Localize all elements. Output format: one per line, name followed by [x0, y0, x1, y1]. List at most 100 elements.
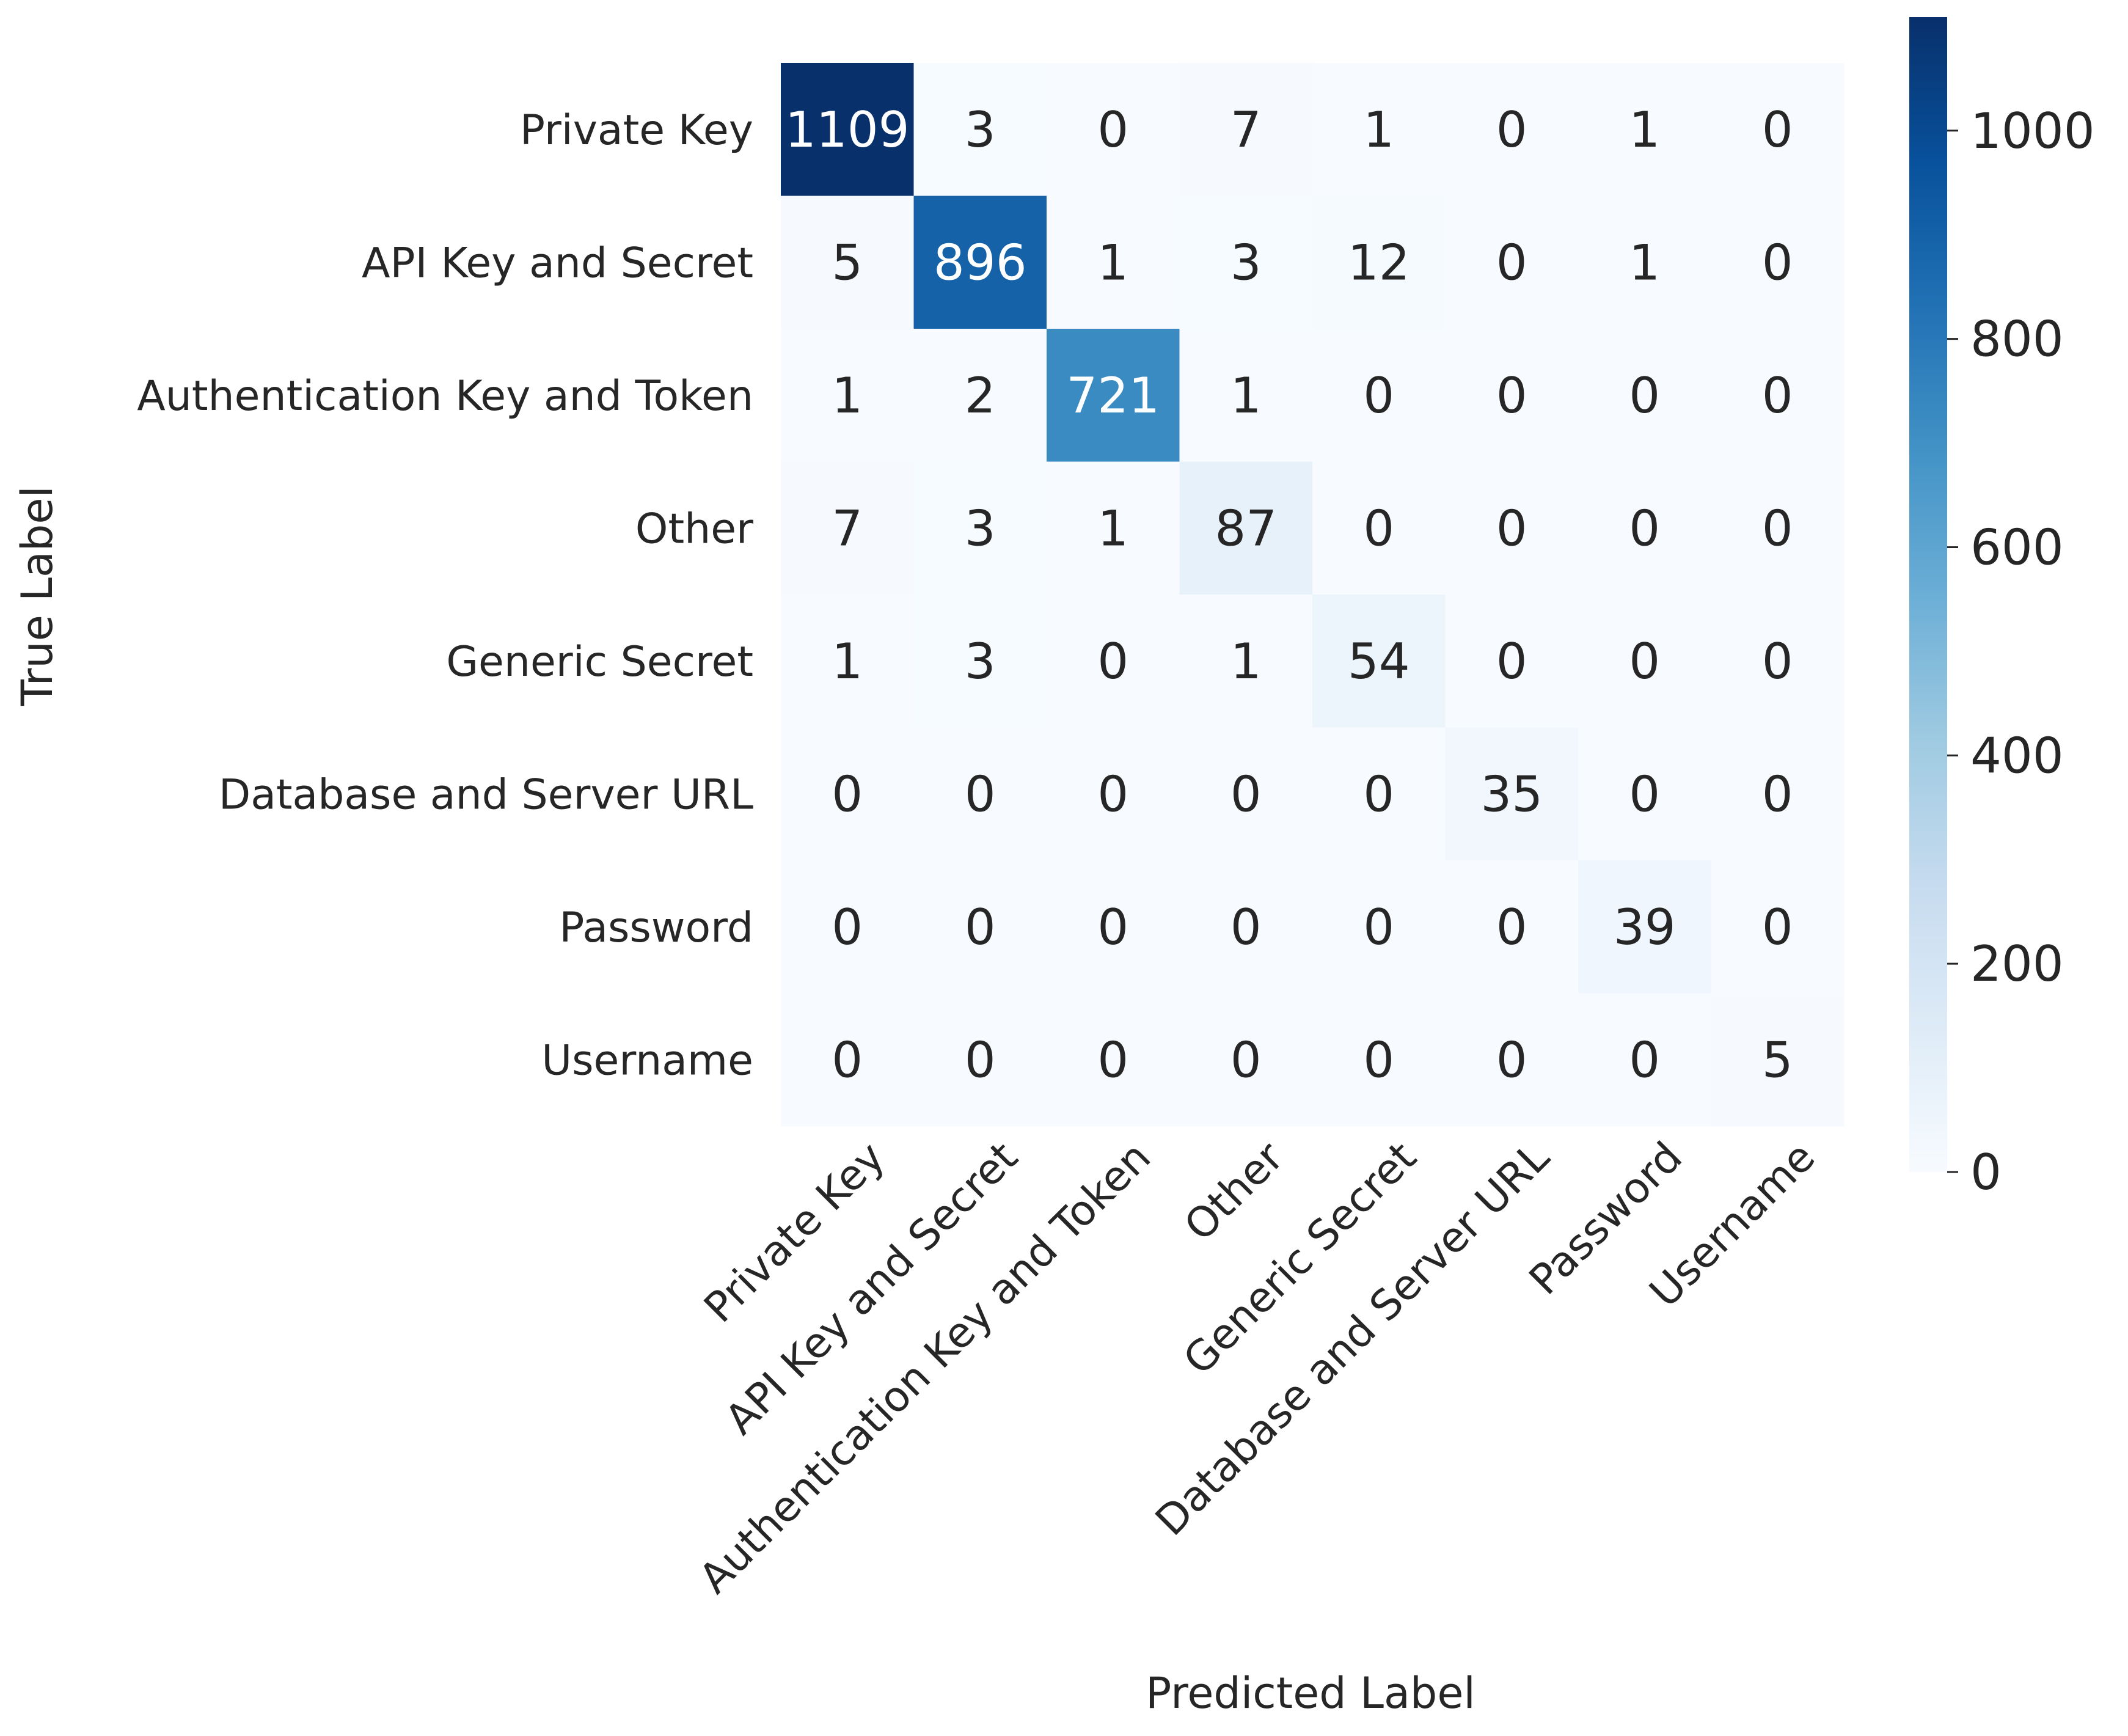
cell-value-r2-c0: 1	[832, 367, 863, 424]
heatmap-cell-r0-c4	[1312, 63, 1446, 196]
heatmap-cell-r5-c7	[1711, 727, 1845, 861]
cell-value-r0-c3: 7	[1230, 101, 1262, 158]
heatmap-cell-r2-c6	[1578, 329, 1711, 462]
y-tick-database-and-server-url: Database and Server URL	[219, 771, 753, 819]
heatmap-cell-r0-c7	[1711, 63, 1845, 196]
heatmap-cell-r4-c1	[913, 595, 1047, 728]
heatmap-cell-r1-c7	[1711, 196, 1845, 329]
heatmap-cell-r3-c7	[1711, 461, 1845, 595]
heatmap-cell-r6-c1	[913, 860, 1047, 994]
heatmap-cell-r3-c6	[1578, 461, 1711, 595]
cell-value-r4-c7: 0	[1762, 633, 1793, 690]
cell-value-r5-c1: 0	[965, 766, 996, 822]
cell-value-r7-c0: 0	[832, 1031, 863, 1088]
colorbar-tick-label-800: 800	[1970, 311, 2064, 368]
cell-value-r2-c5: 0	[1496, 367, 1527, 424]
cell-value-r6-c0: 0	[832, 899, 863, 956]
cell-value-r7-c6: 0	[1629, 1031, 1660, 1088]
heatmap-cell-r1-c3	[1179, 196, 1313, 329]
cell-value-r5-c0: 0	[832, 766, 863, 822]
heatmap-cell-r3-c2	[1047, 461, 1180, 595]
heatmap-cell-r5-c2	[1047, 727, 1180, 861]
cell-value-r5-c3: 0	[1230, 766, 1262, 822]
cell-value-r4-c2: 0	[1097, 633, 1128, 690]
cell-value-r1-c4: 12	[1348, 234, 1410, 291]
cell-value-r1-c5: 0	[1496, 234, 1527, 291]
cell-value-r7-c3: 0	[1230, 1031, 1262, 1088]
cell-value-r1-c0: 5	[832, 234, 863, 291]
heatmap-cell-r6-c2	[1047, 860, 1180, 994]
heatmap-cell-r6-c6	[1578, 860, 1711, 994]
cell-value-r5-c5: 35	[1480, 766, 1543, 822]
cell-value-r6-c7: 0	[1762, 899, 1793, 956]
cell-value-r5-c2: 0	[1097, 766, 1128, 822]
cell-value-r0-c4: 1	[1363, 101, 1394, 158]
y-axis-label: True Label	[12, 486, 62, 706]
heatmap-cell-r1-c0	[781, 196, 914, 329]
heatmap-cell-r7-c5	[1445, 993, 1579, 1127]
cell-value-r1-c3: 3	[1230, 234, 1262, 291]
heatmap-cell-r1-c5	[1445, 196, 1579, 329]
cell-value-r0-c6: 1	[1629, 101, 1660, 158]
cell-value-r3-c1: 3	[965, 500, 996, 557]
heatmap-cell-r1-c2	[1047, 196, 1180, 329]
heatmap-cell-r0-c6	[1578, 63, 1711, 196]
cell-value-r4-c0: 1	[832, 633, 863, 690]
cell-value-r4-c5: 0	[1496, 633, 1527, 690]
colorbar-tick-label-200: 200	[1970, 936, 2064, 992]
cell-value-r4-c3: 1	[1230, 633, 1262, 690]
cell-value-r0-c2: 0	[1097, 101, 1128, 158]
heatmap-cell-r0-c1	[913, 63, 1047, 196]
heatmap-cell-r2-c4	[1312, 329, 1446, 462]
cell-value-r2-c1: 2	[965, 367, 996, 424]
heatmap-cell-r3-c3	[1179, 461, 1313, 595]
y-tick-private-key: Private Key	[520, 106, 753, 155]
cell-value-r1-c6: 1	[1629, 234, 1660, 291]
heatmap-cell-r5-c3	[1179, 727, 1313, 861]
cell-value-r3-c3: 87	[1215, 500, 1277, 557]
heatmap-cell-r4-c3	[1179, 595, 1313, 728]
cell-value-r7-c7: 5	[1762, 1031, 1793, 1088]
x-tick-other: Other	[1176, 1133, 1293, 1250]
cell-value-r3-c5: 0	[1496, 500, 1527, 557]
cell-value-r7-c2: 0	[1097, 1031, 1128, 1088]
heatmap-cell-r3-c1	[913, 461, 1047, 595]
heatmap-cell-r1-c1	[913, 196, 1047, 329]
heatmap-cell-r7-c4	[1312, 993, 1446, 1127]
cell-value-r7-c5: 0	[1496, 1031, 1527, 1088]
cell-value-r5-c7: 0	[1762, 766, 1793, 822]
heatmap-cell-r4-c2	[1047, 595, 1180, 728]
heatmap-cell-r6-c4	[1312, 860, 1446, 994]
cell-value-r1-c1: 896	[934, 234, 1027, 291]
heatmap-cell-r0-c0	[781, 63, 914, 196]
heatmap-cell-r1-c6	[1578, 196, 1711, 329]
cell-value-r3-c2: 1	[1097, 500, 1128, 557]
heatmap-cell-r4-c0	[781, 595, 914, 728]
heatmap-cell-r7-c1	[913, 993, 1047, 1127]
colorbar-tick-label-0: 0	[1970, 1144, 2002, 1201]
heatmap-cell-r2-c3	[1179, 329, 1313, 462]
cell-value-r0-c0: 1109	[785, 101, 910, 158]
colorbar-tick-label-1000: 1000	[1970, 103, 2095, 159]
heatmap-cell-r2-c2	[1047, 329, 1180, 462]
cell-value-r1-c2: 1	[1097, 234, 1128, 291]
cell-value-r3-c7: 0	[1762, 500, 1793, 557]
heatmap-cell-r7-c6	[1578, 993, 1711, 1127]
heatmap-cell-r0-c2	[1047, 63, 1180, 196]
cell-value-r5-c6: 0	[1629, 766, 1660, 822]
y-tick-generic-secret: Generic Secret	[446, 638, 753, 686]
cell-value-r2-c7: 0	[1762, 367, 1793, 424]
cell-value-r5-c4: 0	[1363, 766, 1394, 822]
y-tick-authentication-key-and-token: Authentication Key and Token	[137, 372, 753, 420]
cell-value-r0-c1: 3	[965, 101, 996, 158]
cell-value-r6-c6: 39	[1614, 899, 1676, 956]
heatmap-cell-r2-c7	[1711, 329, 1845, 462]
heatmap-cell-r6-c5	[1445, 860, 1579, 994]
heatmap-cell-r3-c4	[1312, 461, 1446, 595]
heatmap-cell-r7-c0	[781, 993, 914, 1127]
cell-value-r4-c4: 54	[1348, 633, 1410, 690]
heatmap-cell-r1-c4	[1312, 196, 1446, 329]
heatmap-cell-r6-c0	[781, 860, 914, 994]
